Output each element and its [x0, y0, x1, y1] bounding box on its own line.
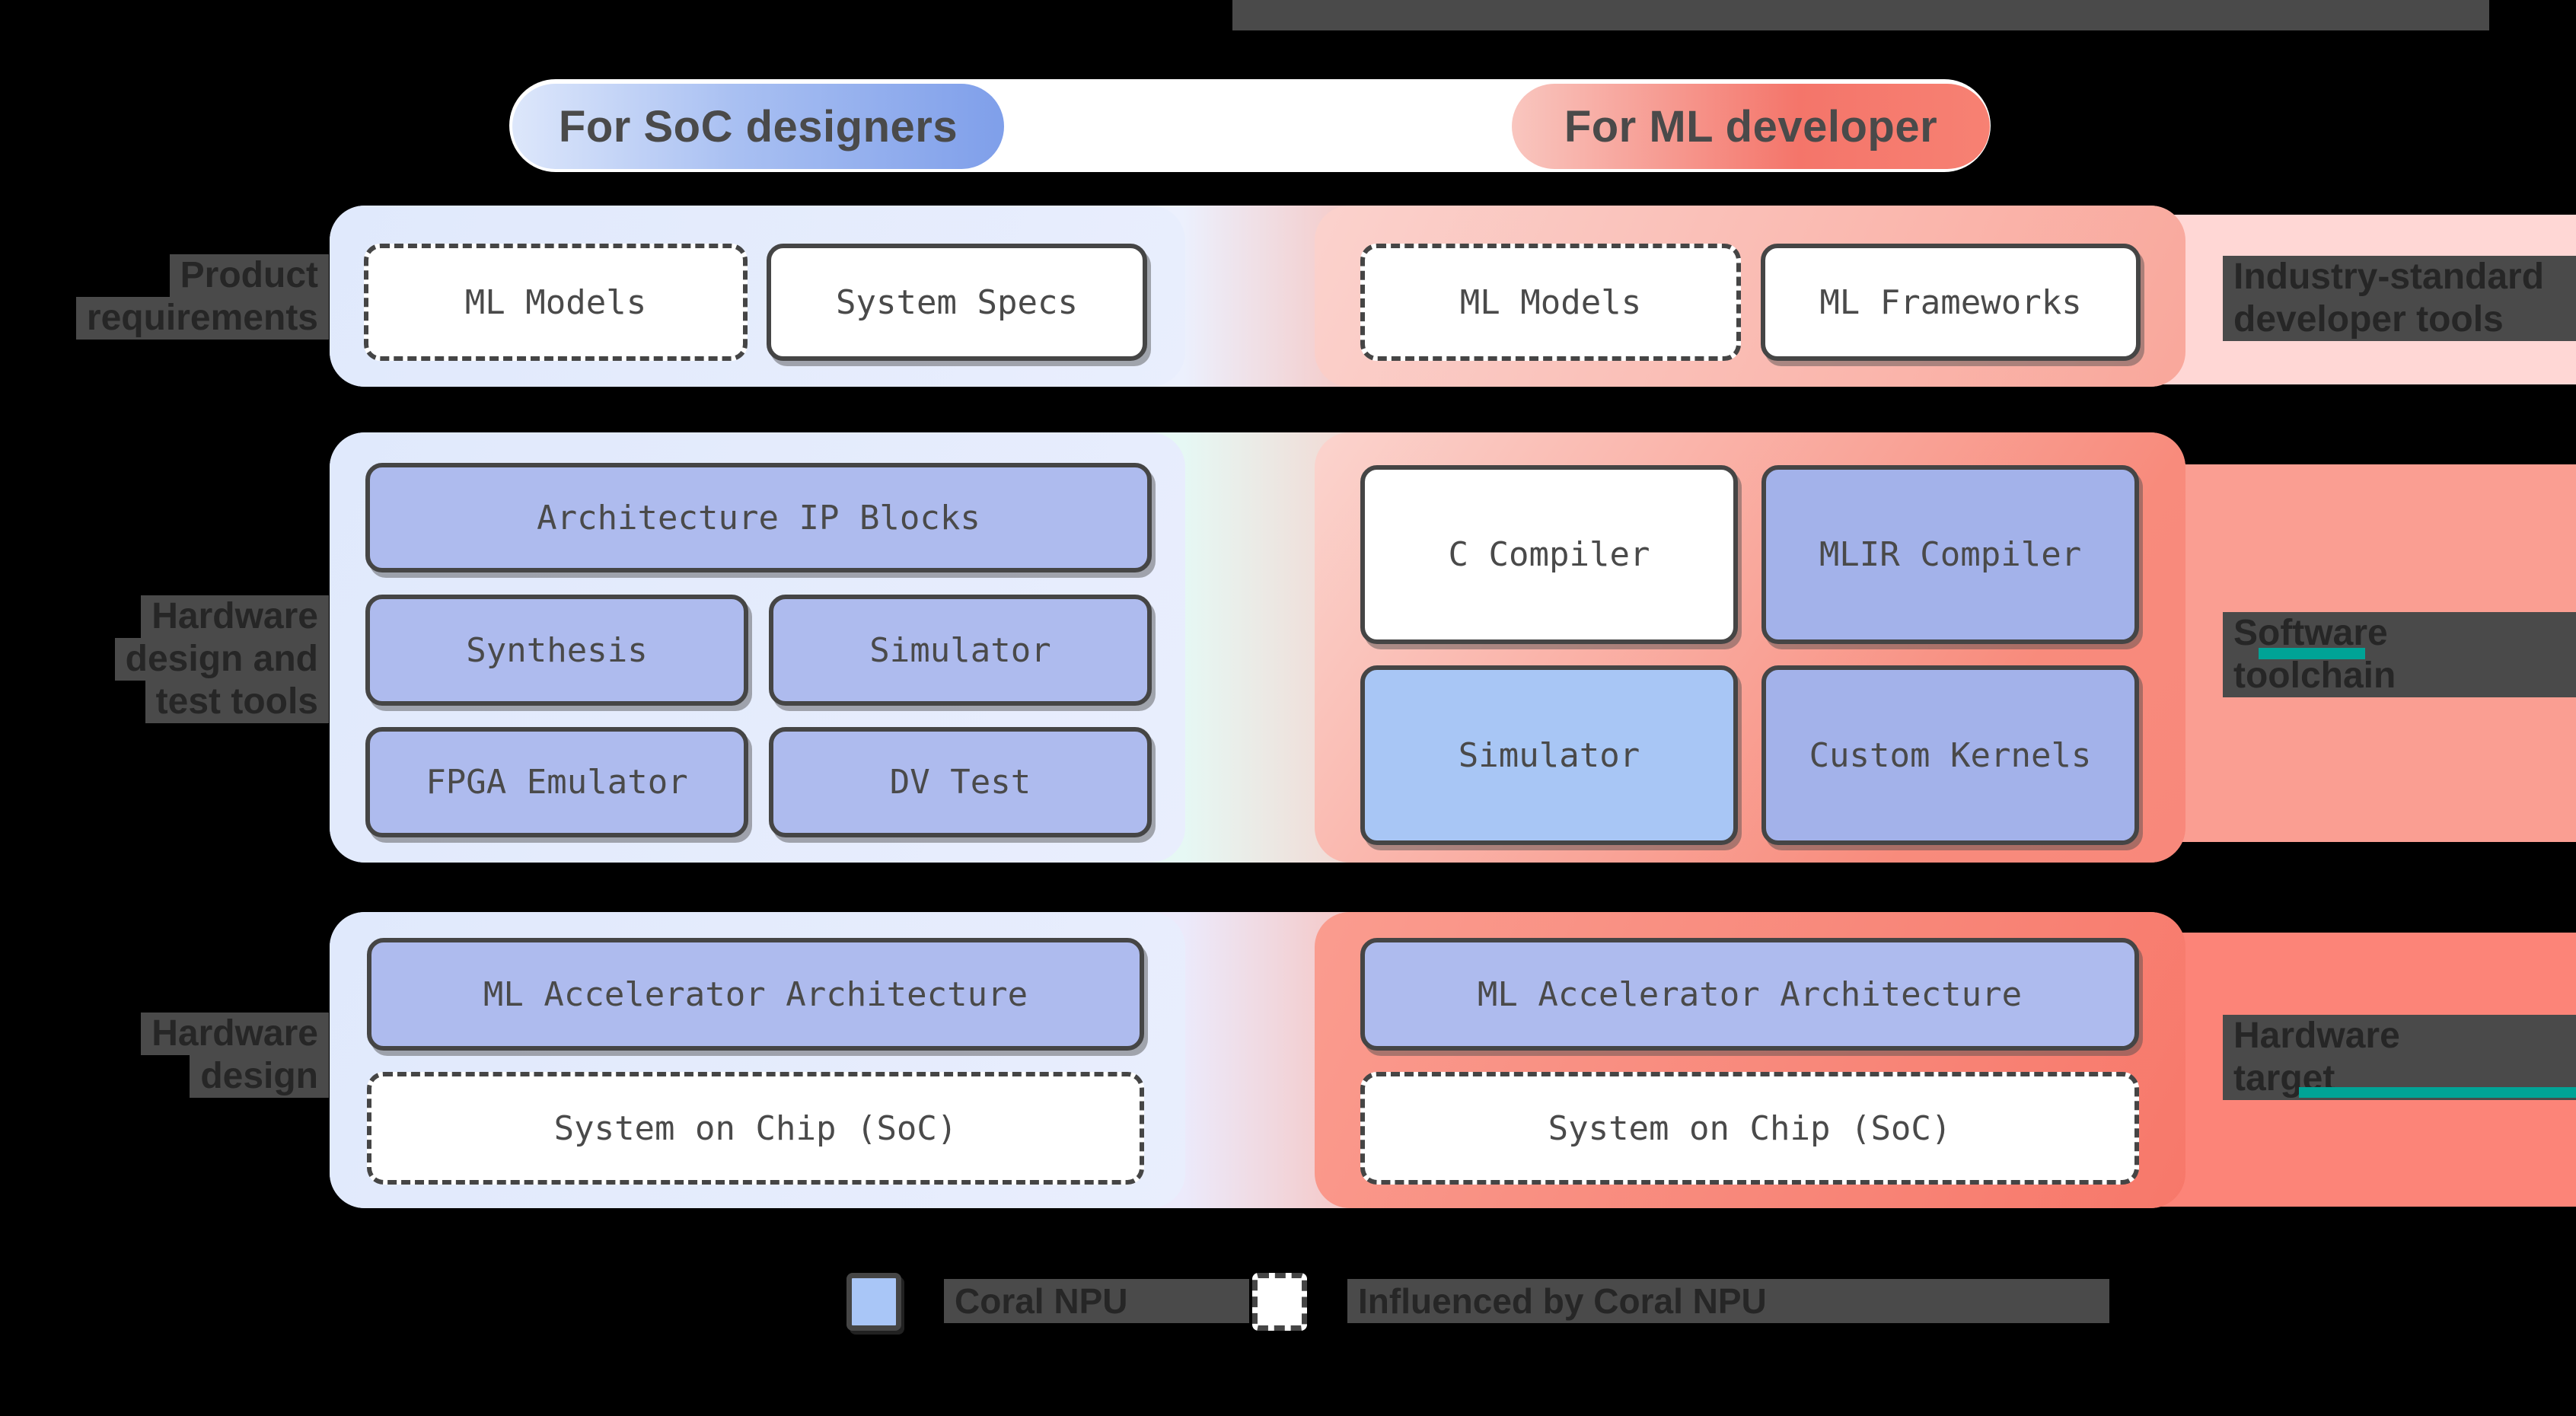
label-hw-design-test-line3: test tools	[145, 681, 329, 723]
legend-influenced-text: Influenced by Coral NPU	[1347, 1279, 2109, 1323]
label-software-toolchain: Software toolchain	[2223, 612, 2576, 697]
box-custom-kernels: Custom Kernels	[1761, 665, 2139, 845]
box-simulator-soc: Simulator	[769, 595, 1152, 706]
legend-swatch-coral-npu	[846, 1273, 901, 1331]
label-industry-standard-line2: developer tools	[2223, 298, 2576, 341]
label-hardware-target-line1: Hardware	[2223, 1015, 2576, 1057]
legend-label-influenced: Influenced by Coral NPU	[1347, 1279, 2109, 1323]
label-hardware-design-test-tools: Hardware design and test tools	[30, 595, 329, 723]
box-mlir-compiler: MLIR Compiler	[1761, 465, 2139, 644]
box-ml-models-ml: ML Models	[1360, 244, 1741, 361]
box-ml-models-ml-label: ML Models	[1459, 282, 1642, 322]
box-system-on-chip-soc-label: System on Chip (SoC)	[553, 1108, 958, 1148]
top-bar	[1232, 0, 2489, 30]
box-simulator-ml: Simulator	[1360, 665, 1738, 845]
box-ml-accelerator-architecture-soc: ML Accelerator Architecture	[367, 938, 1144, 1051]
label-product-requirements: Product requirements	[30, 254, 329, 340]
pill-soc-designers-label: For SoC designers	[558, 101, 958, 151]
box-system-on-chip-soc: System on Chip (SoC)	[367, 1072, 1144, 1185]
box-ml-accel-arch-soc-label: ML Accelerator Architecture	[483, 974, 1028, 1014]
label-hardware-design-line2: design	[190, 1055, 329, 1098]
label-hw-design-test-line2: design and	[114, 638, 329, 681]
label-hardware-design: Hardware design	[30, 1013, 329, 1098]
pill-ml-developer-label: For ML developer	[1564, 101, 1938, 151]
label-hw-design-test-line1: Hardware	[141, 595, 329, 638]
label-software-toolchain-line2: toolchain	[2223, 655, 2576, 697]
box-ml-frameworks-label: ML Frameworks	[1819, 282, 2082, 322]
box-fpga-emulator-label: FPGA Emulator	[426, 763, 688, 802]
box-system-specs: System Specs	[767, 244, 1147, 361]
pill-soc-designers: For SoC designers	[512, 84, 1004, 169]
teal-underline-software	[2259, 648, 2365, 659]
box-dv-test: DV Test	[769, 727, 1152, 837]
box-ml-models-soc: ML Models	[364, 244, 748, 361]
box-synthesis-label: Synthesis	[466, 630, 648, 670]
box-dv-test-label: DV Test	[889, 763, 1031, 802]
label-software-toolchain-line1: Software	[2223, 612, 2576, 655]
legend-coral-npu-text: Coral NPU	[944, 1279, 1250, 1323]
label-product-requirements-line1: Product	[169, 254, 329, 297]
box-ml-frameworks: ML Frameworks	[1761, 244, 2141, 361]
box-ml-models-soc-label: ML Models	[464, 282, 647, 322]
box-system-specs-label: System Specs	[836, 282, 1078, 322]
box-fpga-emulator: FPGA Emulator	[365, 727, 748, 837]
box-simulator-soc-label: Simulator	[869, 630, 1051, 670]
label-industry-standard-line1: Industry-standard	[2223, 256, 2576, 298]
label-industry-standard-developer-tools: Industry-standard developer tools	[2223, 256, 2576, 341]
box-ml-accelerator-architecture-ml: ML Accelerator Architecture	[1360, 938, 2139, 1051]
box-c-compiler: C Compiler	[1360, 465, 1738, 644]
box-system-on-chip-ml-label: System on Chip (SoC)	[1548, 1108, 1952, 1148]
box-synthesis: Synthesis	[365, 595, 748, 706]
teal-bar-hardware-target	[2299, 1087, 2576, 1098]
legend-label-coral-npu: Coral NPU	[944, 1279, 1250, 1323]
box-architecture-ip-blocks-label: Architecture IP Blocks	[537, 498, 980, 537]
box-c-compiler-label: C Compiler	[1448, 535, 1650, 574]
box-system-on-chip-ml: System on Chip (SoC)	[1360, 1072, 2139, 1185]
box-simulator-ml-label: Simulator	[1458, 735, 1640, 775]
label-product-requirements-line2: requirements	[75, 297, 329, 340]
box-custom-kernels-label: Custom Kernels	[1809, 735, 2092, 775]
box-mlir-compiler-label: MLIR Compiler	[1819, 535, 2082, 574]
legend-swatch-influenced	[1252, 1273, 1307, 1331]
pill-ml-developer: For ML developer	[1512, 84, 1990, 169]
box-ml-accel-arch-ml-label: ML Accelerator Architecture	[1477, 974, 2023, 1014]
box-architecture-ip-blocks: Architecture IP Blocks	[365, 463, 1152, 572]
label-hardware-design-line1: Hardware	[141, 1013, 329, 1055]
